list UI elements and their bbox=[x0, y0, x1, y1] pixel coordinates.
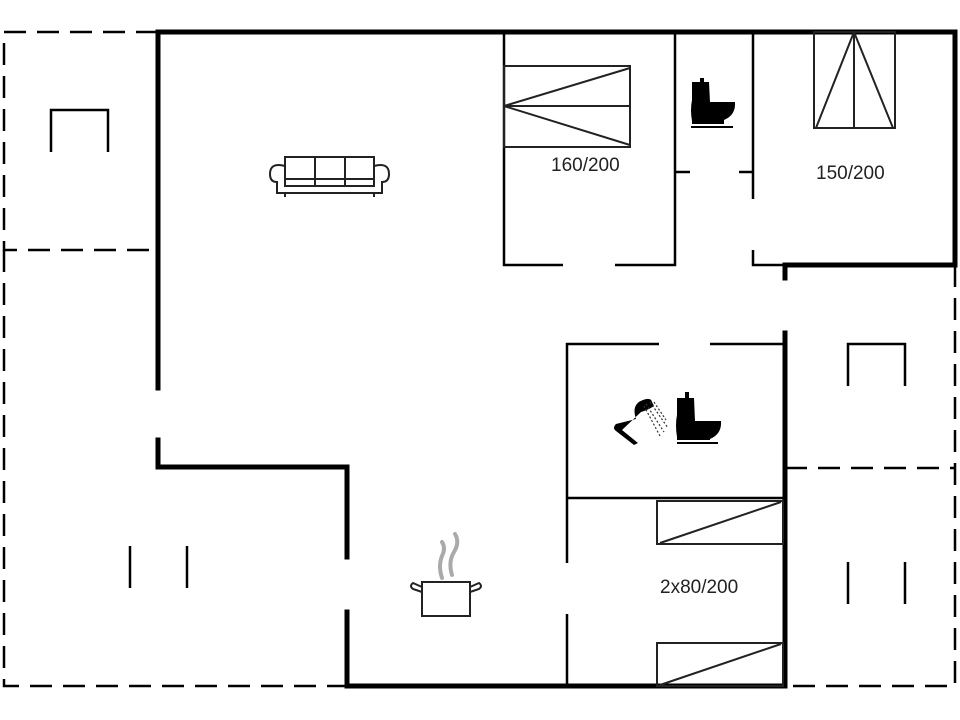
terraces bbox=[2, 30, 957, 688]
chair-icon bbox=[846, 562, 907, 604]
bed-size-label: 150/200 bbox=[816, 163, 885, 184]
walls bbox=[155, 29, 958, 689]
terrace-nw bbox=[2, 30, 158, 252]
chair-icon bbox=[128, 546, 189, 588]
chair-icon bbox=[846, 342, 907, 386]
chair-icon bbox=[49, 108, 110, 152]
double-bed-icon: 160/200 bbox=[503, 65, 631, 176]
double-bed-icon: 150/200 bbox=[813, 31, 896, 184]
terrace-w bbox=[2, 250, 348, 688]
toilet-icon bbox=[691, 78, 736, 128]
shower-icon bbox=[614, 398, 669, 445]
terrace-e bbox=[785, 265, 957, 688]
sofa-icon bbox=[268, 156, 391, 197]
bed-size-label: 2x80/200 bbox=[660, 577, 738, 598]
interior-walls bbox=[502, 32, 785, 686]
bed-size-label: 160/200 bbox=[551, 155, 620, 176]
single-beds-icon: 2x80/200 bbox=[656, 500, 784, 687]
toilet-icon bbox=[676, 392, 722, 444]
cooking-pot-icon bbox=[410, 532, 482, 617]
